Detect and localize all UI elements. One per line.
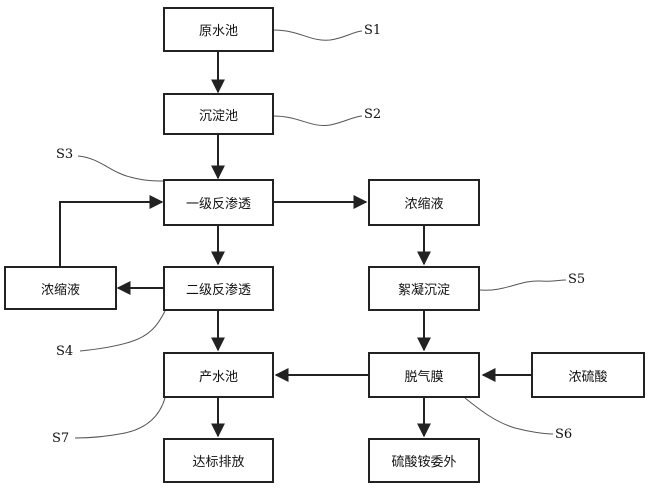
node-sediment-pool: 沉淀池 bbox=[163, 93, 274, 135]
node-conc-sulfuric-label: 浓硫酸 bbox=[568, 369, 608, 385]
label-s4: S4 bbox=[56, 344, 74, 359]
label-s3: S3 bbox=[56, 147, 74, 162]
node-concentrate-left-label: 浓缩液 bbox=[40, 282, 80, 298]
node-concentrate-left: 浓缩液 bbox=[4, 266, 117, 310]
leader-s2 bbox=[272, 115, 363, 126]
arrow-concentrate-left-to-ro1 bbox=[59, 195, 164, 266]
label-s5: S5 bbox=[568, 272, 586, 287]
node-ammonium-sulfate-label: 硫酸铵委外 bbox=[391, 455, 457, 470]
node-sediment-pool-label: 沉淀池 bbox=[198, 108, 238, 124]
node-conc-sulfuric: 浓硫酸 bbox=[531, 352, 645, 398]
node-ro1: 一级反渗透 bbox=[163, 179, 274, 226]
node-concentrate-right-label: 浓缩液 bbox=[404, 197, 444, 212]
label-s2: S2 bbox=[364, 107, 382, 122]
node-ro2: 二级反渗透 bbox=[163, 266, 274, 311]
node-flocculation-label: 絮凝沉淀 bbox=[397, 283, 450, 298]
leader-s3 bbox=[77, 155, 166, 182]
node-ammonium-sulfate: 硫酸铵委外 bbox=[368, 438, 480, 483]
node-ro2-label: 二级反渗透 bbox=[185, 283, 251, 298]
leader-s4 bbox=[79, 310, 166, 352]
leader-s1 bbox=[272, 29, 363, 41]
label-s7: S7 bbox=[52, 431, 70, 446]
node-product-pool: 产水池 bbox=[163, 352, 274, 398]
leader-s6 bbox=[464, 397, 554, 435]
node-flocculation: 絮凝沉淀 bbox=[368, 266, 480, 311]
label-s6: S6 bbox=[555, 427, 573, 442]
node-ro1-label: 一级反渗透 bbox=[185, 197, 251, 212]
node-discharge: 达标排放 bbox=[163, 438, 274, 483]
leader-s5 bbox=[479, 279, 567, 291]
label-s1: S1 bbox=[364, 23, 382, 38]
node-degas-membrane: 脱气膜 bbox=[368, 352, 480, 398]
node-concentrate-right: 浓缩液 bbox=[368, 179, 480, 226]
node-raw-pool: 原水池 bbox=[163, 7, 274, 52]
leader-s7 bbox=[74, 397, 166, 439]
node-degas-membrane-label: 脱气膜 bbox=[404, 369, 444, 385]
node-discharge-label: 达标排放 bbox=[192, 455, 245, 470]
node-raw-pool-label: 原水池 bbox=[198, 24, 238, 39]
node-product-pool-label: 产水池 bbox=[198, 369, 238, 385]
